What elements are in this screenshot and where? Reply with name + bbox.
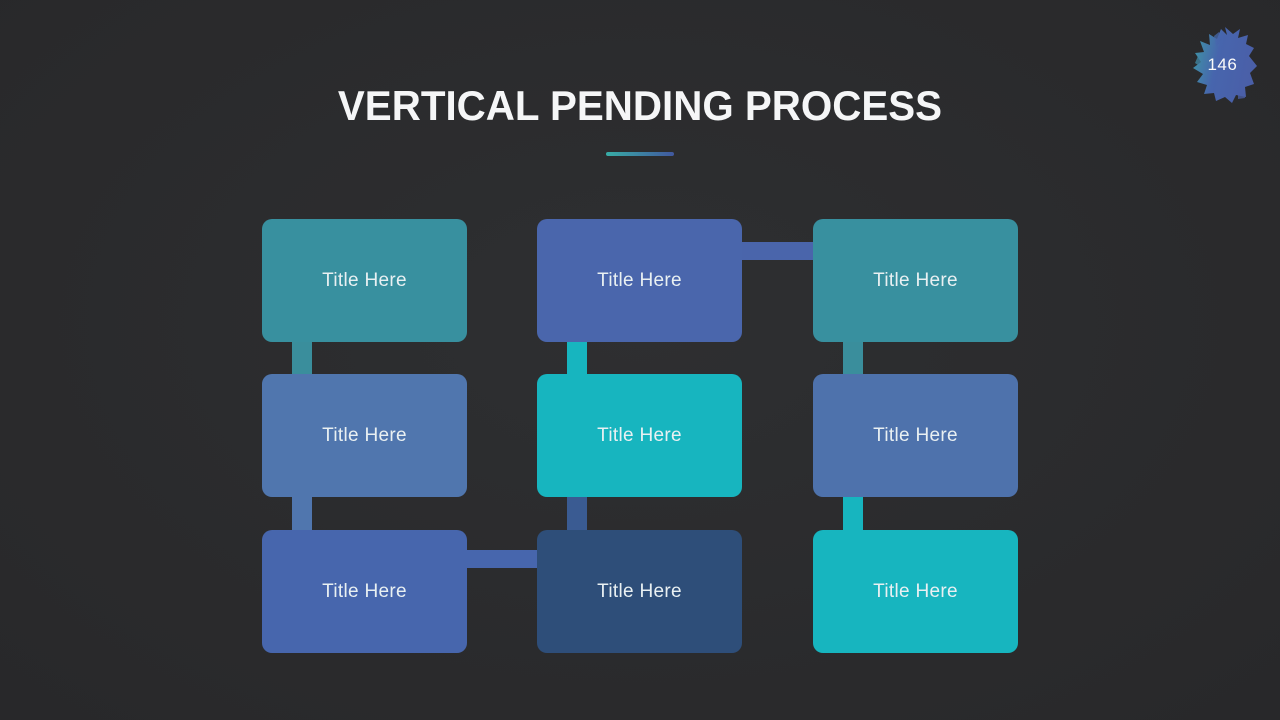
connector-vertical-col1-row1-row2 xyxy=(292,336,312,378)
process-box-label: Title Here xyxy=(873,424,958,446)
process-box-r3c1: Title Here xyxy=(262,530,467,653)
process-box-r1c1: Title Here xyxy=(262,219,467,342)
brush-stroke-icon xyxy=(1193,27,1257,103)
process-box-label: Title Here xyxy=(873,269,958,291)
connector-vertical-col2-row1-row2 xyxy=(567,336,587,378)
connector-horizontal-row1-col2-col3 xyxy=(738,242,816,260)
process-box-r1c2: Title Here xyxy=(537,219,742,342)
process-box-label: Title Here xyxy=(322,580,407,602)
process-box-r3c3: Title Here xyxy=(813,530,1018,653)
process-box-label: Title Here xyxy=(322,269,407,291)
process-box-r2c1: Title Here xyxy=(262,374,467,497)
process-box-r2c2: Title Here xyxy=(537,374,742,497)
process-box-r2c3: Title Here xyxy=(813,374,1018,497)
title-accent-underline xyxy=(606,152,674,156)
process-box-r3c2: Title Here xyxy=(537,530,742,653)
process-box-label: Title Here xyxy=(597,424,682,446)
process-box-r1c3: Title Here xyxy=(813,219,1018,342)
connector-vertical-col2-row2-row3 xyxy=(567,492,587,534)
slide-title: VERTICAL PENDING PROCESS xyxy=(337,82,943,129)
process-box-label: Title Here xyxy=(873,580,958,602)
process-box-label: Title Here xyxy=(322,424,407,446)
page-number-badge: 146 xyxy=(1188,26,1258,104)
process-box-label: Title Here xyxy=(597,580,682,602)
process-box-label: Title Here xyxy=(597,269,682,291)
connector-vertical-col3-row2-row3 xyxy=(843,492,863,534)
connector-horizontal-row3-col1-col2 xyxy=(464,550,540,568)
page-number: 146 xyxy=(1207,55,1238,74)
connector-vertical-col1-row2-row3 xyxy=(292,492,312,534)
connector-vertical-col3-row1-row2 xyxy=(843,336,863,378)
